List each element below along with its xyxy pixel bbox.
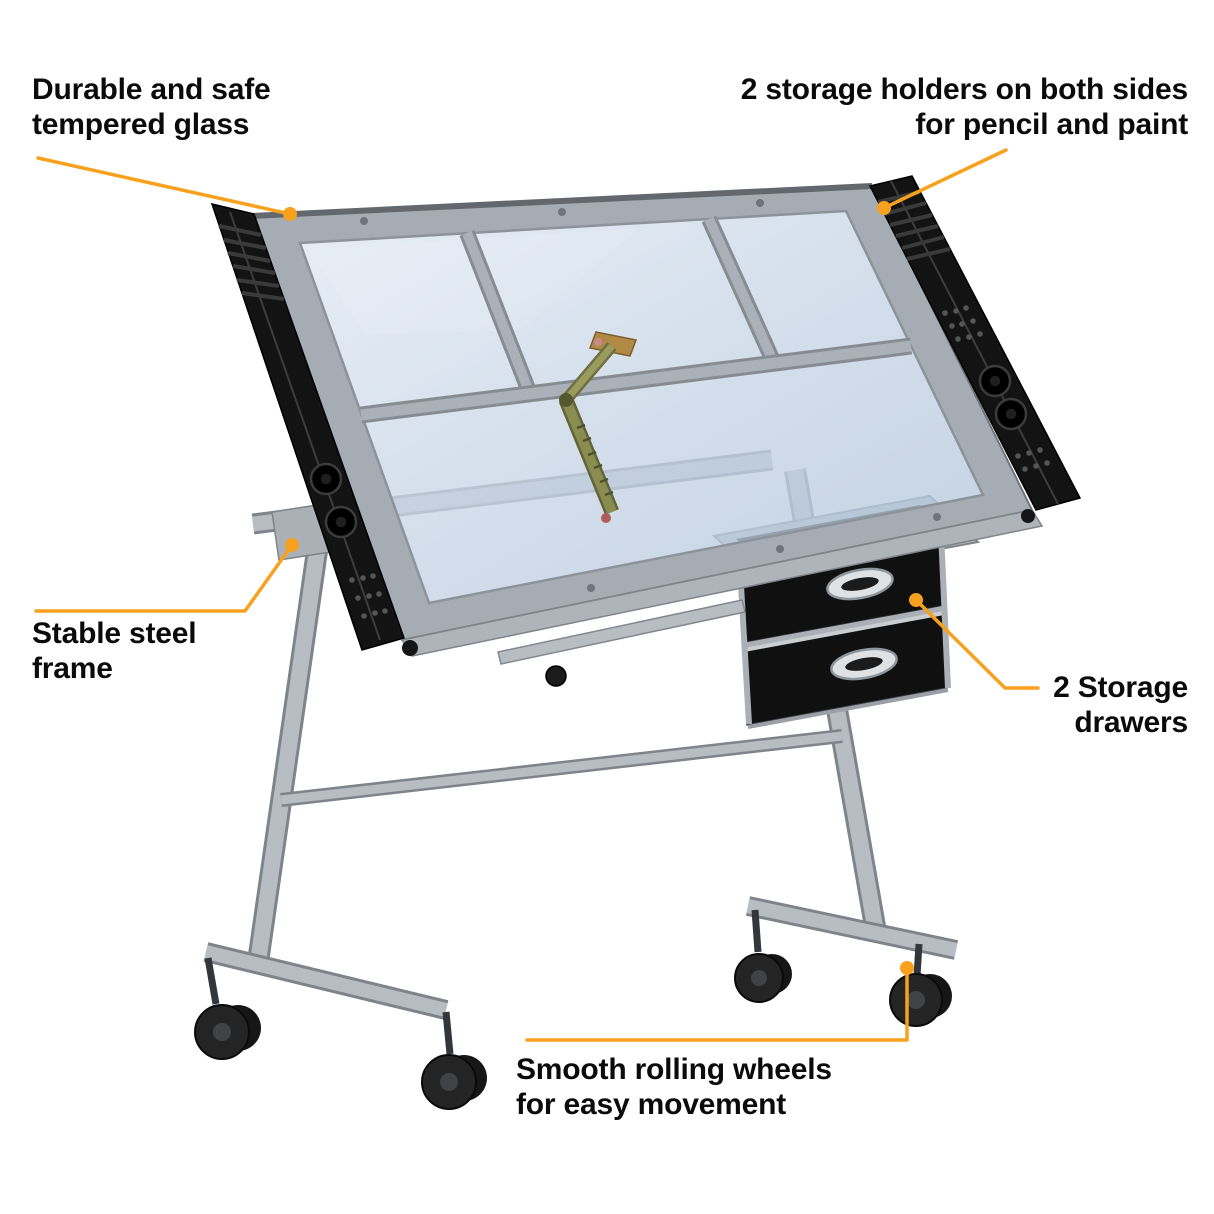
callout-label-storage-holders: 2 storage holders on both sides for penc… xyxy=(740,73,1188,142)
callout-line-storage-drawers xyxy=(914,598,1040,690)
callout-label-tempered-glass: Durable and safe tempered glass xyxy=(32,73,271,142)
tray-hole-grid xyxy=(942,305,983,342)
callout-line-wheels xyxy=(525,966,909,1042)
callout-line-storage-holders xyxy=(882,148,1008,210)
callout-dot-steel-frame xyxy=(285,538,299,552)
callout-label-wheels: Smooth rolling wheels for easy movement xyxy=(516,1053,832,1122)
callout-line-tempered-glass xyxy=(36,156,292,216)
tilt-hinge xyxy=(1021,509,1035,523)
pencil-ledge xyxy=(497,599,746,665)
caster-wheel xyxy=(734,909,792,1003)
tray-hole-grid xyxy=(349,573,388,619)
callout-lines xyxy=(34,148,1040,1042)
callout-dot-storage-holders xyxy=(877,201,891,215)
glass-top xyxy=(250,183,1034,642)
glass-frame-bars xyxy=(359,215,913,424)
caster-wheel xyxy=(194,957,261,1060)
support-arm xyxy=(559,331,638,523)
callout-dots xyxy=(283,201,923,975)
tempered-glass xyxy=(298,209,985,605)
drawer-handle xyxy=(830,647,898,681)
callout-dot-tempered-glass xyxy=(283,207,297,221)
callout-dot-storage-drawers xyxy=(909,593,923,607)
callout-line-steel-frame xyxy=(34,543,294,613)
front-lip xyxy=(400,509,1044,687)
right-storage-tray xyxy=(868,175,1082,511)
frame-screws xyxy=(360,199,941,592)
tray-hole-grid xyxy=(1015,447,1050,472)
glass-reflection xyxy=(310,228,640,335)
caster-wheel xyxy=(421,1011,487,1110)
left-storage-tray xyxy=(210,202,405,651)
caster-wheels xyxy=(194,909,952,1110)
tilt-hinge xyxy=(402,640,418,656)
callout-label-steel-frame: Stable steel frame xyxy=(32,617,197,686)
tilt-knob xyxy=(545,665,567,687)
drawer-handle xyxy=(826,567,894,601)
caster-wheel xyxy=(889,943,952,1027)
callout-dot-wheels xyxy=(900,961,914,975)
callout-label-storage-drawers: 2 Storage drawers xyxy=(1053,671,1188,740)
